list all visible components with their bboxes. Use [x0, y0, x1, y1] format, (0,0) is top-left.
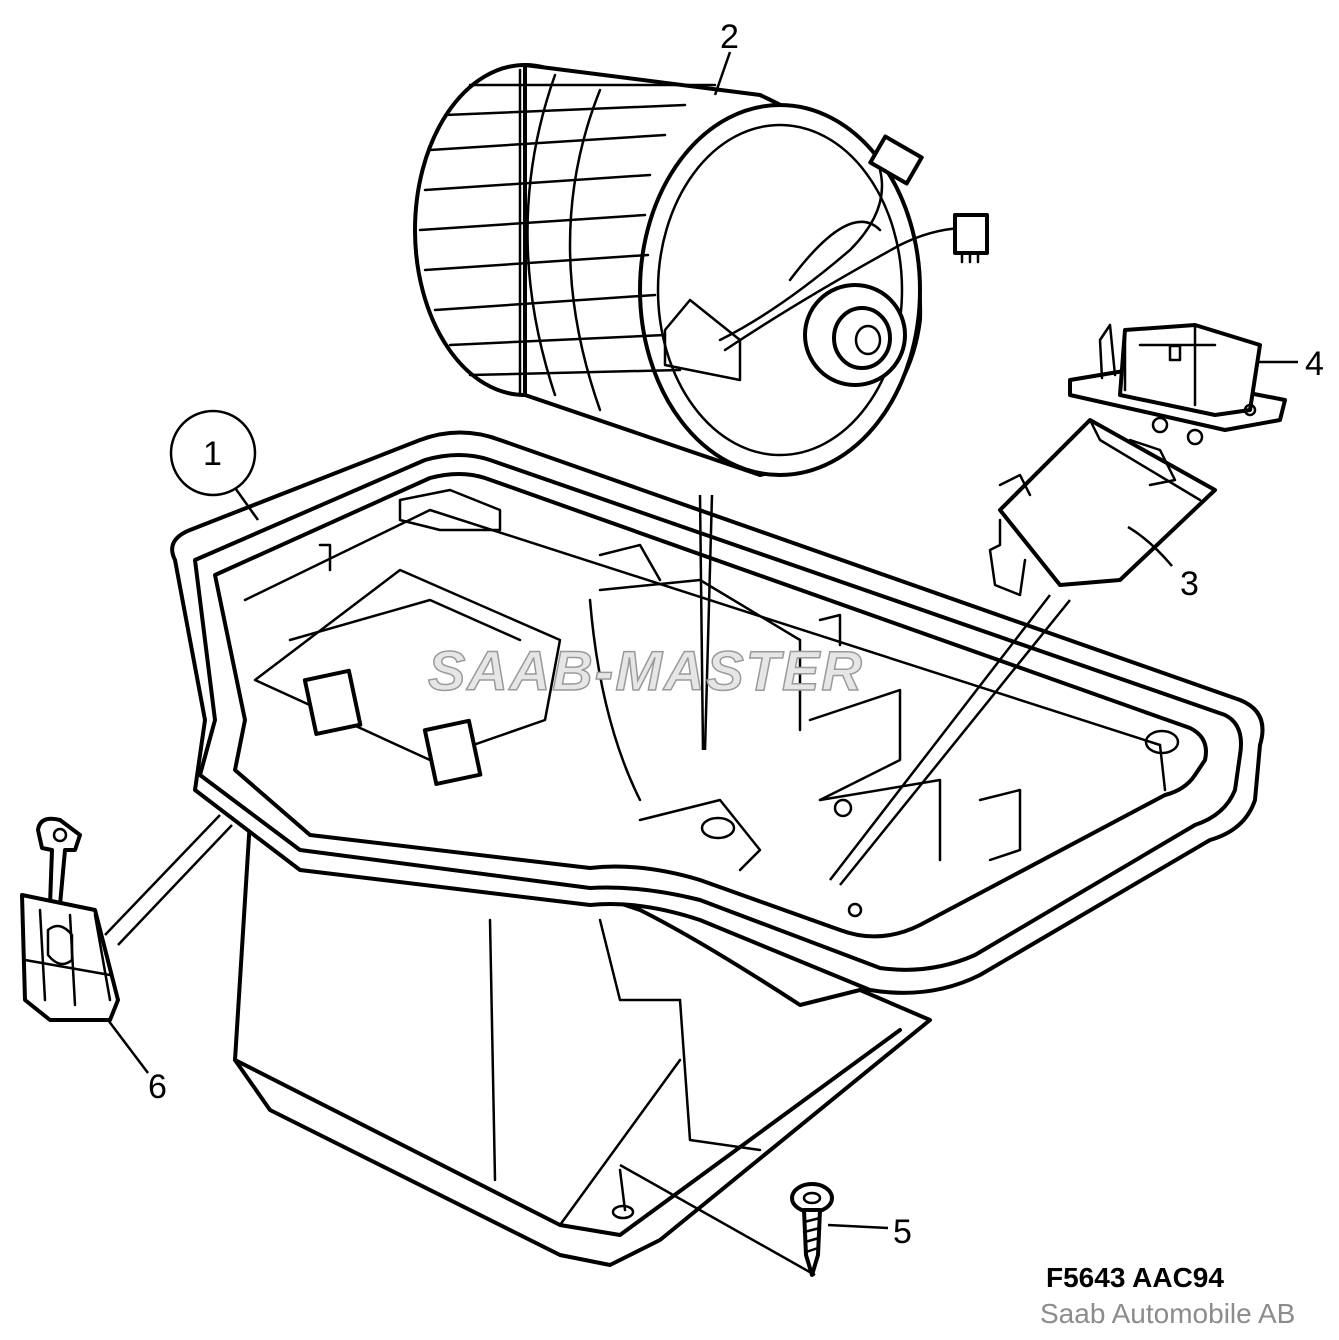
callout-4: 4 [1305, 345, 1324, 383]
figure-code: F5643 AAC94 [1046, 1262, 1224, 1293]
clip-actuator [20, 816, 120, 1022]
blower-resistor [988, 416, 1217, 597]
callout-5: 5 [893, 1213, 912, 1251]
callout-3: 3 [1180, 565, 1199, 603]
screw [790, 1182, 834, 1277]
resistor-connector [1068, 323, 1287, 432]
copyright-text: Saab Automobile AB [1040, 1298, 1296, 1329]
watermark: SAAB-MASTER [428, 639, 864, 702]
callout-1-circle [169, 409, 257, 497]
assembly-lines [104, 494, 1071, 1277]
callout-6: 6 [148, 1068, 167, 1106]
callouts: 1 2 3 4 5 6 [148, 18, 1324, 1251]
callout-1: 1 [203, 435, 222, 473]
blower-housing [170, 430, 1265, 1267]
callout-2: 2 [720, 18, 739, 56]
blower-fan-motor [413, 63, 989, 477]
leader-lines [107, 51, 1298, 1230]
